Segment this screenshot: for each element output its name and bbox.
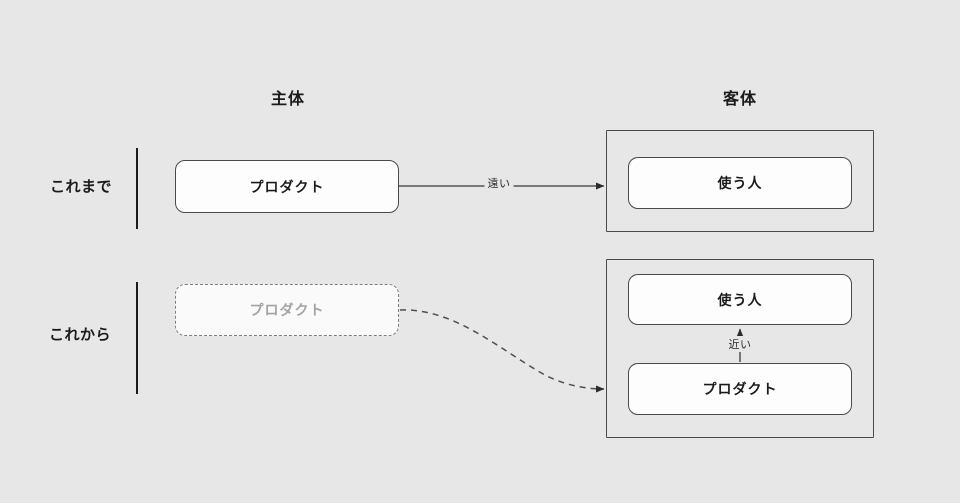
edge-label-far: 遠い (484, 175, 514, 191)
node-product-future-ghost[interactable]: プロダクト (175, 284, 399, 336)
node-product-past[interactable]: プロダクト (175, 160, 399, 213)
column-header-object: 客体 (722, 91, 758, 108)
object-container-past (606, 130, 874, 232)
node-user-future[interactable]: 使う人 (628, 274, 852, 325)
row-divider-future (136, 282, 138, 394)
node-user-past[interactable]: 使う人 (628, 157, 852, 209)
edge-label-close: 近い (725, 336, 755, 352)
object-container-future (606, 259, 874, 438)
column-header-subject: 主体 (270, 91, 306, 108)
row-divider-past (136, 148, 138, 229)
node-product-future[interactable]: プロダクト (628, 363, 852, 415)
row-label-future: これから (48, 326, 112, 344)
row-label-past: これまで (49, 178, 113, 196)
connector-future-product-curve (399, 309, 605, 393)
